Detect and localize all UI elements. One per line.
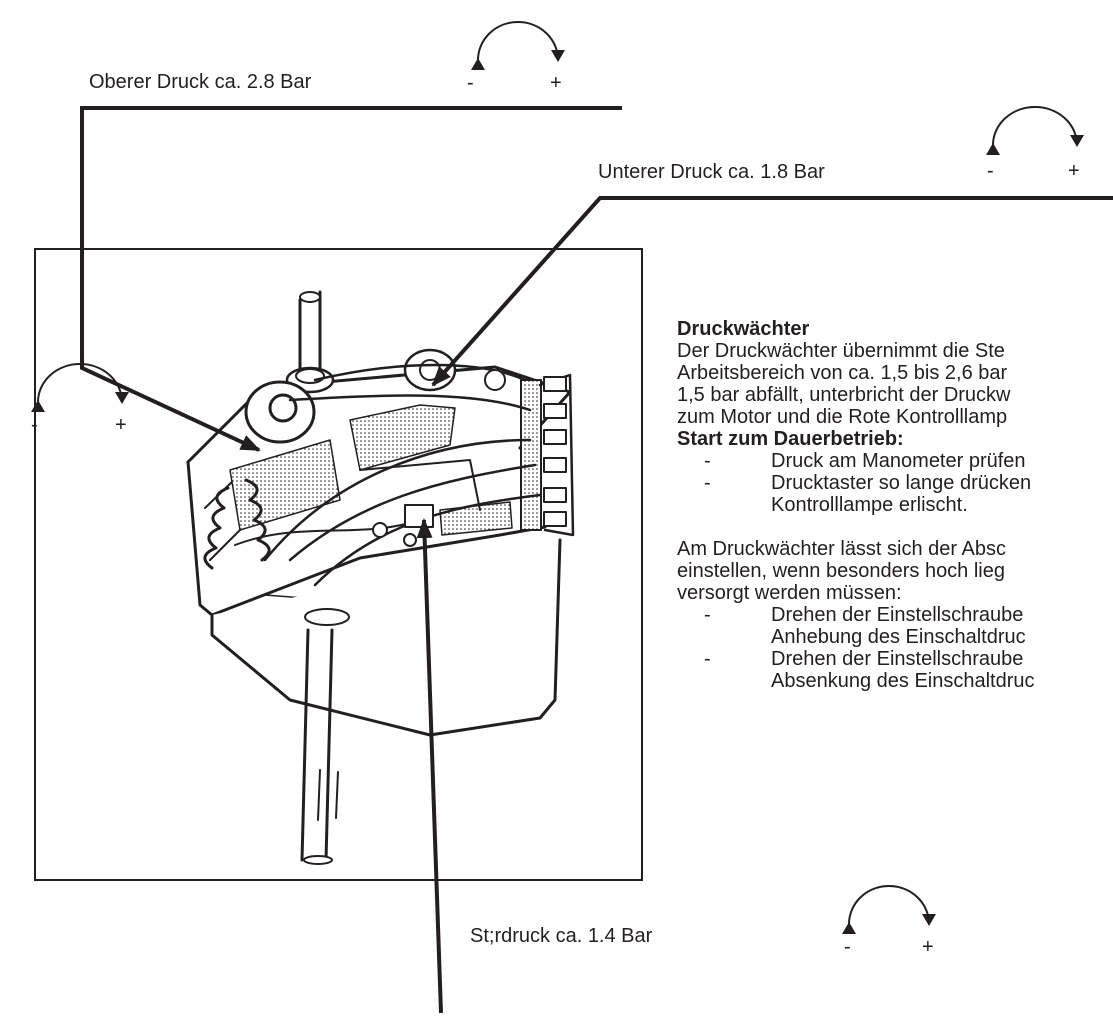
rotation-arrow-icon bbox=[985, 106, 1084, 156]
list-item-text: Drehen der Einstellschraube bbox=[771, 604, 1024, 626]
minus-sign: - bbox=[987, 160, 994, 182]
list-item: - Drehen der Einstellschraube Anhebung d… bbox=[677, 604, 1113, 648]
minus-sign: - bbox=[31, 414, 38, 436]
lower-pressure-leader bbox=[431, 196, 1113, 387]
illustration-frame bbox=[34, 248, 643, 881]
rotation-arrow-icon bbox=[30, 363, 129, 413]
list-dash: - bbox=[704, 648, 711, 670]
list-item: - Drucktaster so lange drücken Kontrolll… bbox=[677, 472, 1113, 516]
upper-pressure-label: Oberer Druck ca. 2.8 Bar bbox=[89, 71, 312, 93]
list-item: - Druck am Manometer prüfen bbox=[677, 450, 1113, 472]
list-item-text: Anhebung des Einschaltdruc bbox=[771, 626, 1026, 648]
fault-pressure-label: St;rdruck ca. 1.4 Bar bbox=[470, 925, 653, 947]
description-text: Druckwächter Der Druckwächter übernimmt … bbox=[677, 318, 1113, 692]
plus-sign: + bbox=[550, 72, 562, 94]
plus-sign: + bbox=[922, 936, 934, 958]
plus-sign: + bbox=[1068, 160, 1080, 182]
list-dash: - bbox=[704, 604, 711, 626]
fault-pressure-leader bbox=[416, 518, 443, 1014]
start-heading: Start zum Dauerbetrieb: bbox=[677, 428, 904, 450]
description-heading: Druckwächter bbox=[677, 318, 810, 340]
description-line: Arbeitsbereich von ca. 1,5 bis 2,6 bar bbox=[677, 362, 1008, 384]
list-item-text: Drehen der Einstellschraube bbox=[771, 648, 1024, 670]
list-item-text: Kontrolllampe erlischt. bbox=[771, 494, 968, 516]
list-item-text: Absenkung des Einschaltdruc bbox=[771, 670, 1035, 692]
rotation-arrow-icon bbox=[470, 21, 565, 71]
description-line: Am Druckwächter lässt sich der Absc bbox=[677, 538, 1006, 560]
minus-sign: - bbox=[844, 936, 851, 958]
pressure-switch-illustration bbox=[186, 290, 575, 865]
list-dash: - bbox=[704, 450, 711, 472]
description-line: zum Motor und die Rote Kontrolllamp bbox=[677, 406, 1008, 428]
lower-pressure-label: Unterer Druck ca. 1.8 Bar bbox=[598, 161, 825, 183]
description-line: einstellen, wenn besonders hoch lieg bbox=[677, 560, 1005, 582]
plus-sign: + bbox=[115, 414, 127, 436]
minus-sign: - bbox=[467, 72, 474, 94]
list-item-text: Druck am Manometer prüfen bbox=[771, 450, 1026, 472]
list-item: - Drehen der Einstellschraube Absenkung … bbox=[677, 648, 1113, 692]
description-line: versorgt werden müssen: bbox=[677, 582, 902, 604]
description-line: Der Druckwächter übernimmt die Ste bbox=[677, 340, 1005, 362]
list-dash: - bbox=[704, 472, 711, 494]
list-item-text: Drucktaster so lange drücken bbox=[771, 472, 1032, 494]
rotation-arrow-icon bbox=[841, 885, 936, 935]
description-line: 1,5 bar abfällt, unterbricht der Druckw bbox=[677, 384, 1011, 406]
upper-pressure-leader bbox=[80, 106, 622, 452]
